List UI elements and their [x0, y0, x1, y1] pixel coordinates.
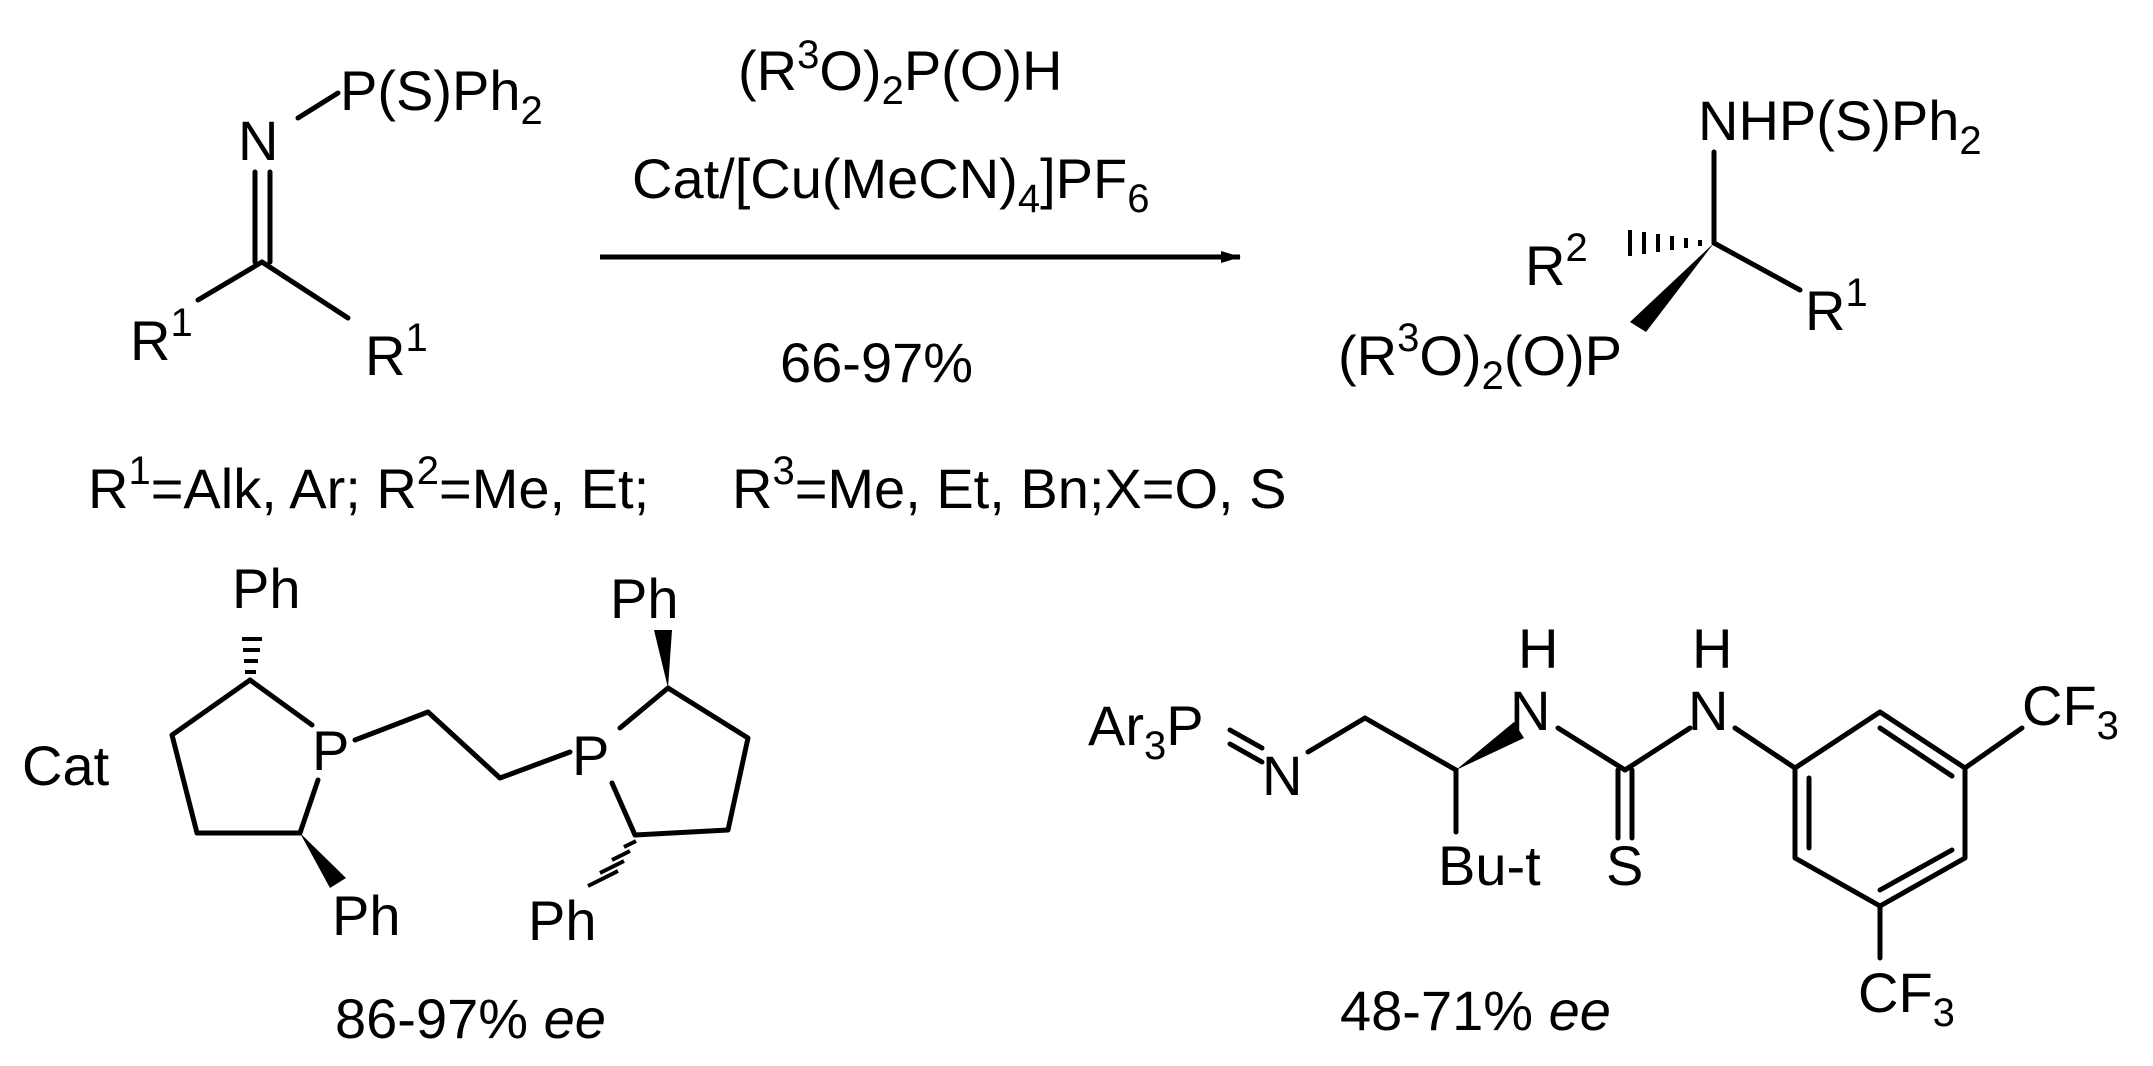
reaction-arrow-group: (R3O)2P(O)H Cat/[Cu(MeCN)4]PF6 66-97%: [600, 33, 1241, 394]
reactant-r1-right: R1: [365, 316, 428, 387]
reactant-r1-left: R1: [130, 301, 193, 372]
thiourea-n1: N: [1510, 679, 1550, 742]
catalyst2-ee: 48-71% ee: [1340, 979, 1611, 1042]
reactant-n-atom: N: [238, 109, 278, 172]
right-ring-p-c-bond: [617, 685, 671, 731]
r3-definition: R3=Me, Et, Bn;X=O, S: [732, 449, 1286, 520]
catalyst-bisphospholane: Cat P Ph Ph P Ph Ph 86-97% e: [22, 557, 751, 1050]
product-phosphonate: (R3O)2(O)P: [1338, 316, 1622, 398]
catalyst1-ee: 86-97% ee: [335, 987, 606, 1050]
ch2-ch-bond: [1362, 715, 1459, 773]
product-nh-group: NHP(S)Ph2: [1698, 89, 1982, 163]
reactant-p-group: P(S)Ph2: [340, 59, 543, 133]
catalyst-label: Cat: [22, 734, 110, 797]
right-bottom-hashed-bond: [587, 839, 637, 888]
thiourea-h1: H: [1518, 617, 1558, 680]
aryl-cf3-top-bond: [1962, 725, 2025, 771]
r-definitions: R1=Alk, Ar; R2=Me, Et;: [88, 449, 649, 520]
left-ring-c-p-bond: [247, 677, 315, 728]
right-ring-c-p-bond: [609, 780, 638, 838]
ph-bottom-left: Ph: [332, 884, 401, 947]
p-n-double-bond-1: [1227, 727, 1265, 751]
reactant-ketimine: P(S)Ph2 N R1 R1: [130, 59, 543, 387]
n1-c-bond: [1555, 725, 1628, 773]
arrow-catalyst: Cat/[Cu(MeCN)4]PF6: [632, 147, 1149, 221]
c-n2-bond: [1622, 725, 1693, 773]
thiourea-s-atom: S: [1606, 834, 1643, 897]
cf3-top: CF3: [2022, 674, 2119, 748]
left-top-hashed-bond: [242, 637, 262, 674]
c-r1-bond: [1711, 240, 1803, 293]
p-n-double-bond-2: [1227, 741, 1265, 765]
substituent-definitions: R1=Alk, Ar; R2=Me, Et; R3=Me, Et, Bn;X=O…: [88, 449, 1286, 520]
right-ring-bonds: [632, 685, 751, 838]
r2-hashed-bond: [1628, 230, 1702, 256]
right-top-wedge-bond: [654, 630, 672, 688]
product-r1: R1: [1805, 271, 1868, 342]
catalyst-thiourea: Ar3P N Bu-t H N S H N CF3 CF3 48-71% ee: [1088, 617, 2119, 1042]
left-ring-p-c-bond: [297, 777, 321, 836]
n2-aryl-bond: [1732, 725, 1798, 771]
thiourea-n2: N: [1688, 679, 1728, 742]
ch-n-wedge-bond: [1456, 722, 1524, 770]
c-r1-left-bond: [195, 259, 265, 303]
left-p-atom: P: [312, 719, 349, 782]
n-p-bond: [295, 90, 341, 121]
ph-top-right: Ph: [610, 567, 679, 630]
c-r1-right-bond: [259, 259, 351, 321]
product-aminophosphonate: NHP(S)Ph2 R2 R1 (R3O)2(O)P: [1338, 89, 1982, 398]
arrow-yield: 66-97%: [780, 331, 973, 394]
aryl-ring: [1792, 709, 1968, 909]
cf3-bottom: CF3: [1858, 961, 1955, 1035]
thiourea-h2: H: [1692, 617, 1732, 680]
tbu-group: Bu-t: [1438, 834, 1541, 897]
right-p-atom: P: [572, 724, 609, 787]
n-ch2-bond: [1305, 715, 1368, 755]
aryl-inner-bond-2: [1877, 725, 1955, 779]
p-wedge-bond: [1630, 243, 1714, 332]
ar3p-group: Ar3P: [1088, 694, 1204, 768]
ph-bottom-right: Ph: [528, 889, 597, 952]
imine-n-atom: N: [1262, 744, 1302, 807]
left-ring-bonds: [169, 677, 303, 836]
ph-top-left: Ph: [232, 557, 301, 620]
aryl-inner-bond-3: [1877, 847, 1955, 893]
arrow-reagent: (R3O)2P(O)H: [738, 33, 1062, 113]
left-bottom-wedge-bond: [300, 833, 346, 888]
ethylene-linker: [352, 709, 573, 781]
product-r2: R2: [1525, 226, 1588, 297]
